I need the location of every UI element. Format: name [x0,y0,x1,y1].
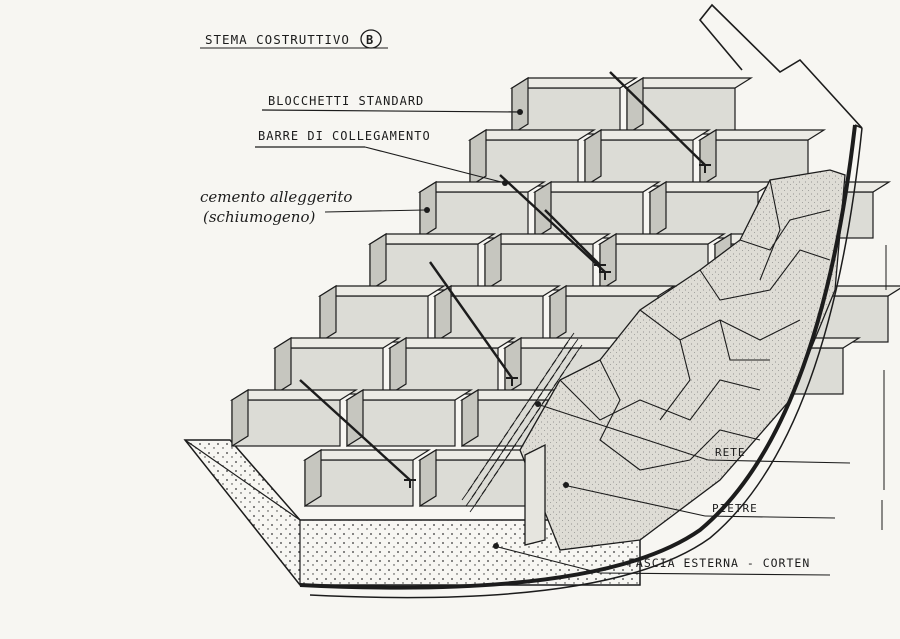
label-barre: BARRE DI COLLEGAMENTO [255,129,508,186]
bar-hook [699,164,711,173]
label-pietre: PIETRE [563,482,836,519]
block [302,448,432,508]
connecting-bar [499,174,606,273]
block [582,128,712,188]
block [467,128,597,188]
label-cemento-line2: (schiumogeno) [203,208,315,226]
title-badge: B [366,33,374,47]
label-barre-text: BARRE DI COLLEGAMENTO [258,129,431,143]
block [509,76,639,136]
label-cemento-line1: cemento alleggerito [200,188,352,206]
connecting-bar [429,261,513,379]
block [387,336,517,396]
bar-hook [594,264,606,273]
label-blocchetti-text: BLOCCHETTI STANDARD [268,94,424,108]
bar-hook [404,479,416,488]
block [532,180,662,240]
block [344,388,474,448]
connecting-bars [299,71,711,488]
block [417,180,547,240]
block [367,232,497,292]
block [432,284,562,344]
block [229,388,359,448]
mesh-net [461,332,583,513]
bar-hook [506,377,518,386]
connecting-bar [299,379,411,481]
connecting-bar [609,71,706,166]
stone-fill [519,169,846,551]
label-pietre-text: PIETRE [712,502,758,515]
mesh-spike [563,332,583,360]
block [272,336,402,396]
label-rete: RETE [535,401,851,464]
label-rete-text: RETE [715,446,746,459]
margin-marks [881,245,887,530]
label-fascia: FASCIA ESTERNA - CORTEN [493,543,831,576]
block [647,180,777,240]
label-cemento: cemento alleggerito (schiumogeno) [200,188,430,226]
title-text: STEMA COSTRUTTIVO [205,32,350,47]
corten-band [299,3,863,599]
connecting-bar [544,209,601,266]
block [317,284,447,344]
label-fascia-text: FASCIA ESTERNA - CORTEN [628,556,810,570]
label-blocchetti: BLOCCHETTI STANDARD [261,94,523,115]
title-block: STEMA COSTRUTTIVO B [200,29,388,49]
block [482,232,612,292]
